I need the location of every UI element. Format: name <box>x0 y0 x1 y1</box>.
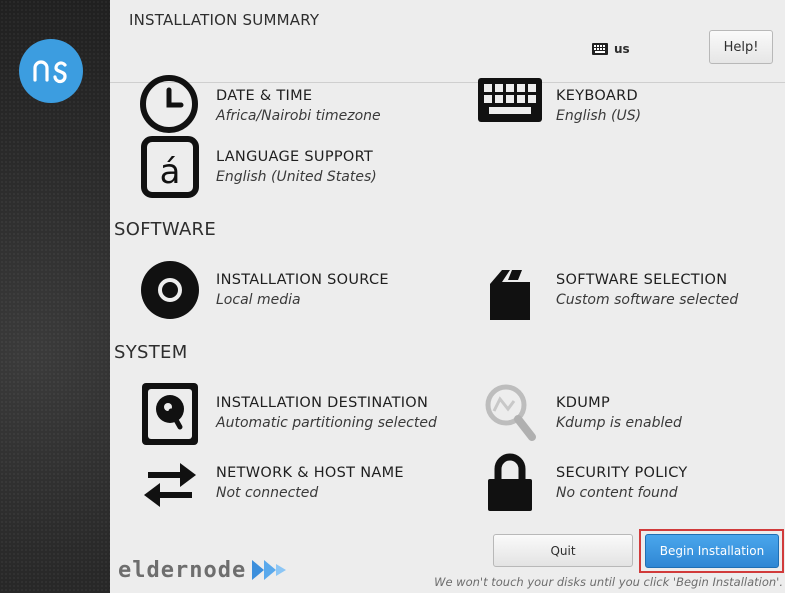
spoke-name: SECURITY POLICY <box>556 465 688 481</box>
sidebar <box>0 0 110 593</box>
spoke-name: INSTALLATION SOURCE <box>216 272 389 288</box>
spoke-keyboard[interactable]: KEYBOARD English (US) <box>478 74 641 138</box>
spoke-status: Automatic partitioning selected <box>216 415 437 431</box>
spoke-status: English (United States) <box>216 169 377 185</box>
section-label-software: SOFTWARE <box>114 219 217 240</box>
spoke-date-time[interactable]: DATE & TIME Africa/Nairobi timezone <box>138 74 381 138</box>
spoke-status: Africa/Nairobi timezone <box>216 108 381 124</box>
watermark-text: eldernode <box>118 557 247 583</box>
spoke-installation-destination[interactable]: INSTALLATION DESTINATION Automatic parti… <box>138 381 437 445</box>
spoke-name: SOFTWARE SELECTION <box>556 272 728 288</box>
clock-icon <box>138 74 202 138</box>
distro-logo <box>19 39 83 103</box>
quit-button[interactable]: Quit <box>493 534 633 567</box>
keyboard-layout-indicator[interactable]: us <box>592 42 630 56</box>
spoke-name: NETWORK & HOST NAME <box>216 465 404 481</box>
section-label-system: SYSTEM <box>114 342 188 363</box>
spoke-language-support[interactable]: á LANGUAGE SUPPORT English (United State… <box>138 135 377 199</box>
spoke-name: KDUMP <box>556 395 611 411</box>
network-arrows-icon <box>138 451 202 515</box>
footer-note: We won't touch your disks until you clic… <box>434 575 783 589</box>
svg-text:á: á <box>160 152 181 192</box>
spoke-status: Local media <box>216 292 301 308</box>
spoke-status: English (US) <box>556 108 642 124</box>
play-arrows-icon <box>252 560 287 580</box>
watermark: eldernode <box>118 556 290 584</box>
spoke-status: Kdump is enabled <box>556 415 682 431</box>
spoke-status: No content found <box>556 485 678 501</box>
page-title: INSTALLATION SUMMARY <box>129 11 320 29</box>
magnifier-icon <box>478 381 542 445</box>
keyboard-icon <box>592 43 608 55</box>
spoke-name: INSTALLATION DESTINATION <box>216 395 429 411</box>
help-button[interactable]: Help! <box>709 30 773 64</box>
spoke-kdump[interactable]: KDUMP Kdump is enabled <box>478 381 682 445</box>
spoke-name: DATE & TIME <box>216 88 313 104</box>
keyboard-layout-label: us <box>614 42 630 56</box>
spoke-security-policy[interactable]: SECURITY POLICY No content found <box>478 451 688 515</box>
begin-installation-highlight: Begin Installation <box>639 529 784 573</box>
language-icon: á <box>138 135 202 199</box>
main-panel: INSTALLATION SUMMARY us Help! DATE & TIM… <box>110 0 785 593</box>
spoke-installation-source[interactable]: INSTALLATION SOURCE Local media <box>138 258 389 322</box>
spoke-name: LANGUAGE SUPPORT <box>216 149 374 165</box>
spoke-status: Not connected <box>216 485 319 501</box>
disc-icon <box>138 258 202 322</box>
lock-icon <box>478 451 542 515</box>
begin-installation-button[interactable]: Begin Installation <box>645 534 779 568</box>
harddisk-icon <box>138 381 202 445</box>
spoke-network-host-name[interactable]: NETWORK & HOST NAME Not connected <box>138 451 404 515</box>
package-icon <box>478 258 542 322</box>
spoke-name: KEYBOARD <box>556 88 638 104</box>
spoke-software-selection[interactable]: SOFTWARE SELECTION Custom software selec… <box>478 258 738 322</box>
header-divider <box>110 82 785 83</box>
keyboard-icon <box>478 74 542 138</box>
spoke-status: Custom software selected <box>556 292 739 308</box>
